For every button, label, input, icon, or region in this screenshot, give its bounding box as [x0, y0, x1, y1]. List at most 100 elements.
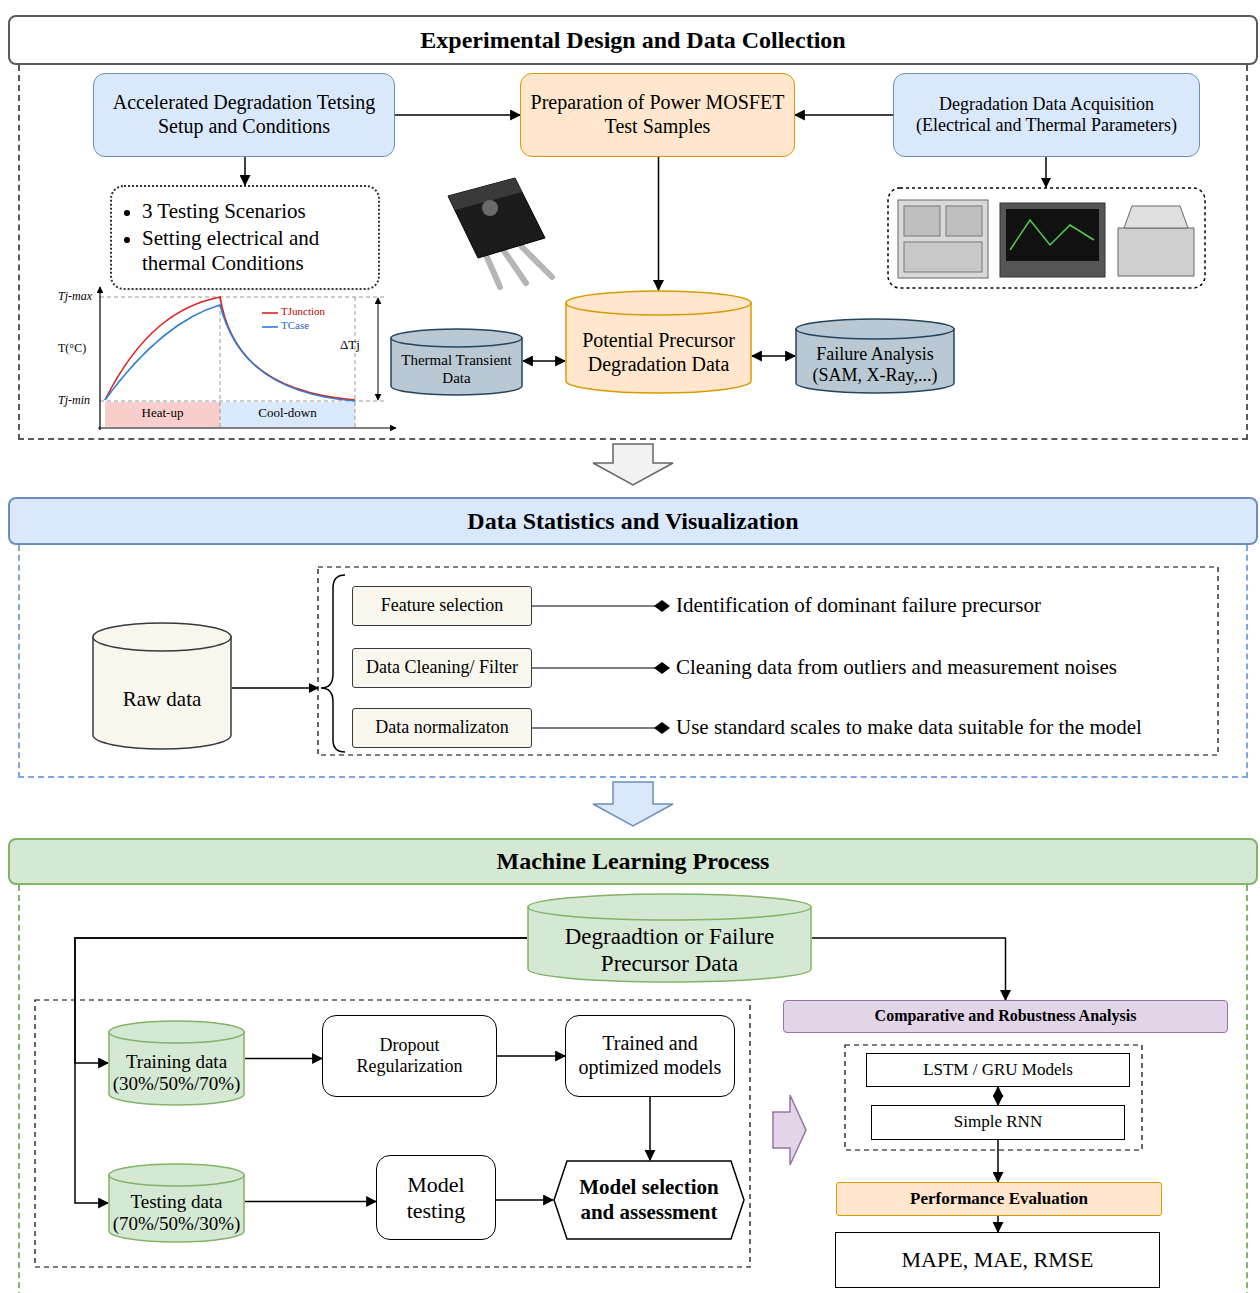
leader-line — [532, 727, 655, 728]
block-arrow — [593, 782, 673, 826]
process-box: Accelerated Degradation Tetsing Setup an… — [93, 73, 395, 157]
fixture-lid — [1124, 206, 1188, 228]
node-label: Raw data — [123, 687, 202, 712]
database-cylinder: Failure Analysis (SAM, X-Ray,...) — [795, 318, 955, 394]
delta-arrow — [378, 298, 379, 400]
process-box: Data Cleaning/ Filter — [352, 648, 532, 688]
section-header: Data Statistics and Visualization — [8, 497, 1258, 545]
decision-hexagon: Model selection and assessment — [553, 1160, 745, 1240]
chart-label: Tj-min — [58, 394, 90, 408]
node-content: Training data (30%/50%/70%) — [113, 1051, 241, 1096]
node-content: Accelerated Degradation Tetsing Setup an… — [102, 91, 386, 138]
connector — [497, 1055, 565, 1057]
mosfet-lead — [504, 251, 526, 283]
node-label: LSTM / GRU Models — [923, 1060, 1073, 1080]
guide-line — [220, 297, 221, 428]
connector — [997, 1087, 999, 1105]
node-label: Degradation Data Acquisition (Electrical… — [902, 94, 1191, 136]
bullet-row: 3 Testing Scenarios — [124, 199, 366, 224]
node-label: Model testing — [385, 1172, 487, 1224]
block-arrow — [773, 1095, 806, 1165]
section-header: Experimental Design and Data Collection — [8, 15, 1258, 65]
connector — [795, 114, 893, 116]
cool-down-band — [220, 402, 355, 427]
process-box: MAPE, MAE, RMSE — [835, 1232, 1160, 1288]
connector — [496, 1199, 553, 1201]
cylinder-top — [566, 291, 751, 315]
cylinder-top — [109, 1021, 244, 1043]
x-axis — [98, 427, 396, 428]
training-frame — [35, 1000, 750, 1267]
node-label: Performance Evaluation — [910, 1189, 1088, 1209]
cylinder-top — [796, 319, 954, 339]
node-content: Performance Evaluation — [910, 1189, 1088, 1209]
section-title: Experimental Design and Data Collection — [420, 27, 845, 54]
guide-line — [100, 297, 385, 298]
junction-curve — [105, 297, 355, 400]
mosfet-hole — [482, 200, 498, 216]
node-label: Failure Analysis (SAM, X-Ray,...) — [801, 344, 949, 386]
legend-text: TJunction — [281, 305, 325, 318]
node-content: Thermal Transient Data — [396, 352, 517, 387]
description-text: Use standard scales to make data suitabl… — [676, 715, 1142, 739]
mosfet-lead — [486, 255, 500, 287]
process-box: Dropout Regularization — [322, 1015, 497, 1097]
leader-arrow — [232, 687, 318, 689]
cylinder-top — [391, 329, 522, 347]
process-box: Performance Evaluation — [836, 1182, 1162, 1216]
connector — [244, 157, 246, 185]
leader-line — [532, 667, 655, 668]
node-content: Degradation Data Acquisition (Electrical… — [902, 94, 1191, 136]
process-box: Preparation of Power MOSFET Test Samples — [520, 73, 795, 157]
chart-label: Heat-up — [105, 406, 220, 421]
section-title: Machine Learning Process — [497, 848, 770, 875]
node-content: 3 Testing ScenariosSetting electrical an… — [124, 197, 366, 277]
guide-line — [355, 297, 356, 428]
cylinder-top — [109, 1164, 244, 1186]
node-label: Accelerated Degradation Tetsing Setup an… — [102, 91, 386, 138]
node-content: Feature selection — [381, 595, 503, 616]
node-content: LSTM / GRU Models — [923, 1060, 1073, 1080]
section-panel: Experimental Design and Data CollectionA… — [8, 15, 1258, 440]
cabinet-panel — [904, 242, 982, 272]
connector — [395, 114, 520, 116]
legend-sample-case — [262, 326, 278, 328]
node-content: Raw data — [123, 687, 202, 712]
bullet-row: Setting electrical and thermal Condition… — [124, 226, 366, 276]
mosfet-illustration — [448, 178, 552, 287]
hexagon-shape — [554, 1161, 744, 1239]
connector — [523, 360, 565, 362]
connector — [245, 1201, 376, 1203]
node-content: Comparative and Robustness Analysis — [875, 1007, 1137, 1026]
node-label: Potential Precursor Degradation Data — [571, 329, 746, 376]
description-text: Identification of dominant failure precu… — [676, 593, 1041, 617]
process-box: Data normalizaton — [352, 708, 532, 748]
section-panel: Machine Learning ProcessDegraadtion or F… — [8, 838, 1258, 1293]
equipment-group — [888, 157, 1205, 288]
thermal-cycle-chart — [98, 287, 396, 430]
node-label: Thermal Transient Data — [396, 352, 517, 387]
guide-line — [100, 401, 385, 402]
node-content: Degraadtion or Failure Precursor Data — [533, 923, 806, 977]
cylinder-body — [566, 303, 751, 393]
chart-label: ΔTj — [340, 338, 360, 353]
description-text: Cleaning data from outliers and measurem… — [676, 655, 1117, 679]
node-content: Model testing — [385, 1172, 487, 1224]
node-label: Data normalizaton — [375, 717, 508, 738]
bullet-dot — [124, 210, 130, 216]
case-curve — [105, 305, 355, 401]
chart-label: T(°C) — [58, 342, 86, 356]
chart-label: Tj-max — [58, 290, 92, 304]
cylinder-outline — [92, 622, 232, 750]
node-content: Testing data (70%/50%/30%) — [113, 1191, 241, 1236]
process-box: Feature selection — [352, 586, 532, 626]
cabinet-panel — [904, 206, 940, 236]
node-label: Degraadtion or Failure Precursor Data — [533, 923, 806, 977]
node-label: Dropout Regularization — [331, 1035, 488, 1077]
diamond-head — [654, 662, 670, 674]
connector — [812, 938, 1006, 1000]
monitor-trace — [1010, 220, 1094, 250]
mosfet-lead — [522, 247, 552, 277]
connector — [245, 1058, 322, 1060]
